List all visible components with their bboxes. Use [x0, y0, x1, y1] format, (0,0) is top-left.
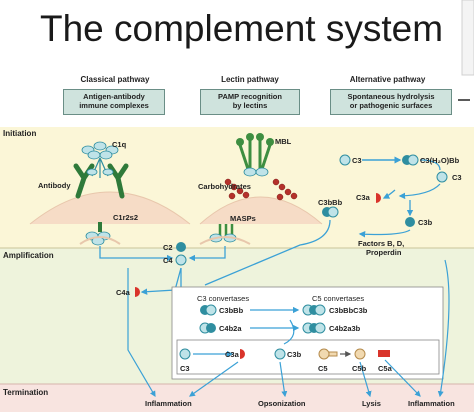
c5b-bottom-shape [354, 348, 366, 360]
lectin-trigger-box: PAMP recognition by lectins [200, 89, 300, 115]
termination-heading: Termination [3, 388, 49, 397]
termination-band [0, 384, 474, 412]
c3b-bottom-label: C3b [287, 350, 302, 359]
classical-trigger-line2: immune complexes [79, 101, 149, 110]
c3a-bottom-label: C3a [225, 350, 239, 359]
c4-label: C4 [163, 256, 173, 265]
c4b2a-label: C4b2a [219, 324, 242, 333]
c5a-bottom-label: C5a [378, 364, 392, 373]
alternative-trigger-line1: Spontaneous hydrolysis [347, 92, 435, 101]
c1r2s2-illustration [79, 222, 121, 246]
c1r2s2-label: C1r2s2 [113, 213, 139, 222]
c5-convertases-label: C5 convertases [312, 294, 365, 303]
c5-bottom-label: C5 [318, 364, 328, 373]
lectin-pathway-heading: Lectin pathway [221, 75, 279, 84]
c3-alt-right-label: C3 [452, 173, 462, 182]
c3-convertases-label: C3 convertases [197, 294, 250, 303]
masps-label: MASPs [230, 214, 256, 223]
factors-label-line1: Factors B, D, [358, 239, 405, 248]
outcome-inflammation-left: Inflammation [145, 399, 192, 408]
antibody-label: Antibody [38, 181, 71, 190]
products-box [176, 339, 440, 375]
factors-label-line2: Properdin [366, 248, 402, 257]
c3h2obb-label: C3(H₂O)Bb [420, 156, 460, 165]
c3bbbc3b-label: C3bBbC3b [329, 306, 368, 315]
c1q-label: C1q [112, 140, 127, 149]
c5a-bottom-shape [378, 350, 390, 357]
c4-shape [175, 254, 187, 266]
c3-alt-label: C3 [352, 156, 362, 165]
c3b-alt-shape [405, 217, 415, 227]
initiation-heading: Initiation [3, 129, 37, 138]
c3-alt-shape [339, 154, 351, 166]
c3a-alt-label: C3a [356, 193, 370, 202]
c3a-alt-shape [376, 193, 381, 203]
c2-shape [176, 242, 186, 252]
outcome-opsonization: Opsonization [258, 399, 306, 408]
c4a-shape [135, 287, 140, 297]
masps-illustration [199, 224, 251, 245]
classical-trigger-box: Antigen-antibody immune complexes [63, 89, 165, 115]
c3-alt-right-shape [436, 171, 448, 183]
mbl-label: MBL [275, 137, 292, 146]
amplification-heading: Amplification [3, 251, 54, 260]
alternative-pathway-heading: Alternative pathway [349, 75, 426, 84]
lectin-complex-illustration [199, 133, 323, 225]
c3b-alt-label: C3b [418, 218, 433, 227]
c4b2a3b-label: C4b2a3b [329, 324, 361, 333]
carbohydrates-label: Carbohydrates [198, 182, 251, 191]
c4a-label: C4a [116, 288, 130, 297]
alternative-trigger-box: Spontaneous hydrolysis or pathogenic sur… [330, 89, 452, 115]
c2-label: C2 [163, 243, 173, 252]
classical-complex-illustration [29, 141, 191, 225]
page-title: The complement system [40, 8, 444, 49]
c3bbb-label: C3bBb [318, 198, 343, 207]
c3-bottom-label: C3 [180, 364, 190, 373]
c3-bottom-shape [179, 348, 191, 360]
alternative-pathway-shapes [204, 154, 448, 286]
c3b-bottom-shape [274, 348, 286, 360]
c3a-bottom-shape [240, 349, 245, 359]
side-panel-edge [461, 0, 474, 76]
outcome-lysis: Lysis [362, 399, 381, 408]
c5b-bottom-label: C5b [352, 364, 367, 373]
lectin-trigger-line2: by lectins [232, 101, 268, 110]
alternative-trigger-line2: or pathogenic surfaces [349, 101, 433, 110]
classical-pathway-heading: Classical pathway [80, 75, 150, 84]
c5-bottom-shape [318, 348, 330, 360]
outcome-inflammation-right: Inflammation [408, 399, 455, 408]
lectin-trigger-line1: PAMP recognition [218, 92, 282, 101]
classical-trigger-line1: Antigen-antibody [83, 92, 145, 101]
c3bbb-convertase-label: C3bBb [219, 306, 244, 315]
